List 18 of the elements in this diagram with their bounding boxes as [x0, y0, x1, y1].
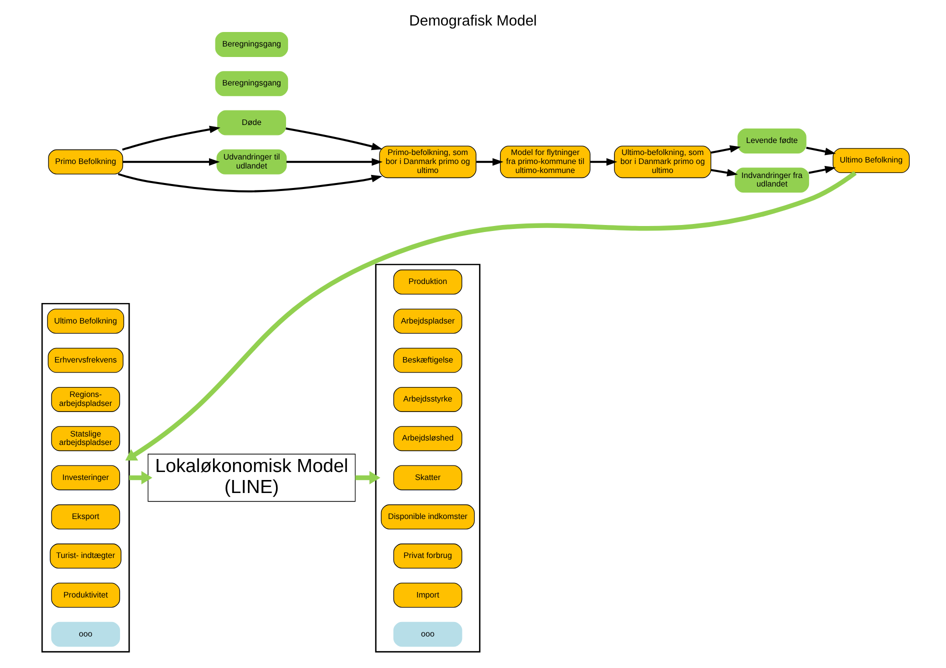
arrow: [118, 173, 382, 192]
arrow: [476, 158, 504, 166]
arrow: [122, 126, 220, 151]
diagram-title: Demografisk Model: [409, 13, 537, 30]
arrow: [286, 127, 382, 150]
arrow: [129, 471, 152, 484]
arrow: [806, 146, 836, 156]
arrow: [122, 158, 220, 166]
cluster: [375, 264, 480, 653]
cluster: [41, 302, 130, 653]
arrow: [286, 158, 383, 166]
arrow: [710, 145, 741, 154]
arrow: [590, 158, 618, 166]
node-box: Lokaløkonomisk Model (LINE): [148, 454, 356, 502]
arrow: [710, 168, 738, 176]
arrow: [355, 471, 380, 484]
arrow: [808, 166, 836, 174]
arrow: [125, 170, 857, 461]
